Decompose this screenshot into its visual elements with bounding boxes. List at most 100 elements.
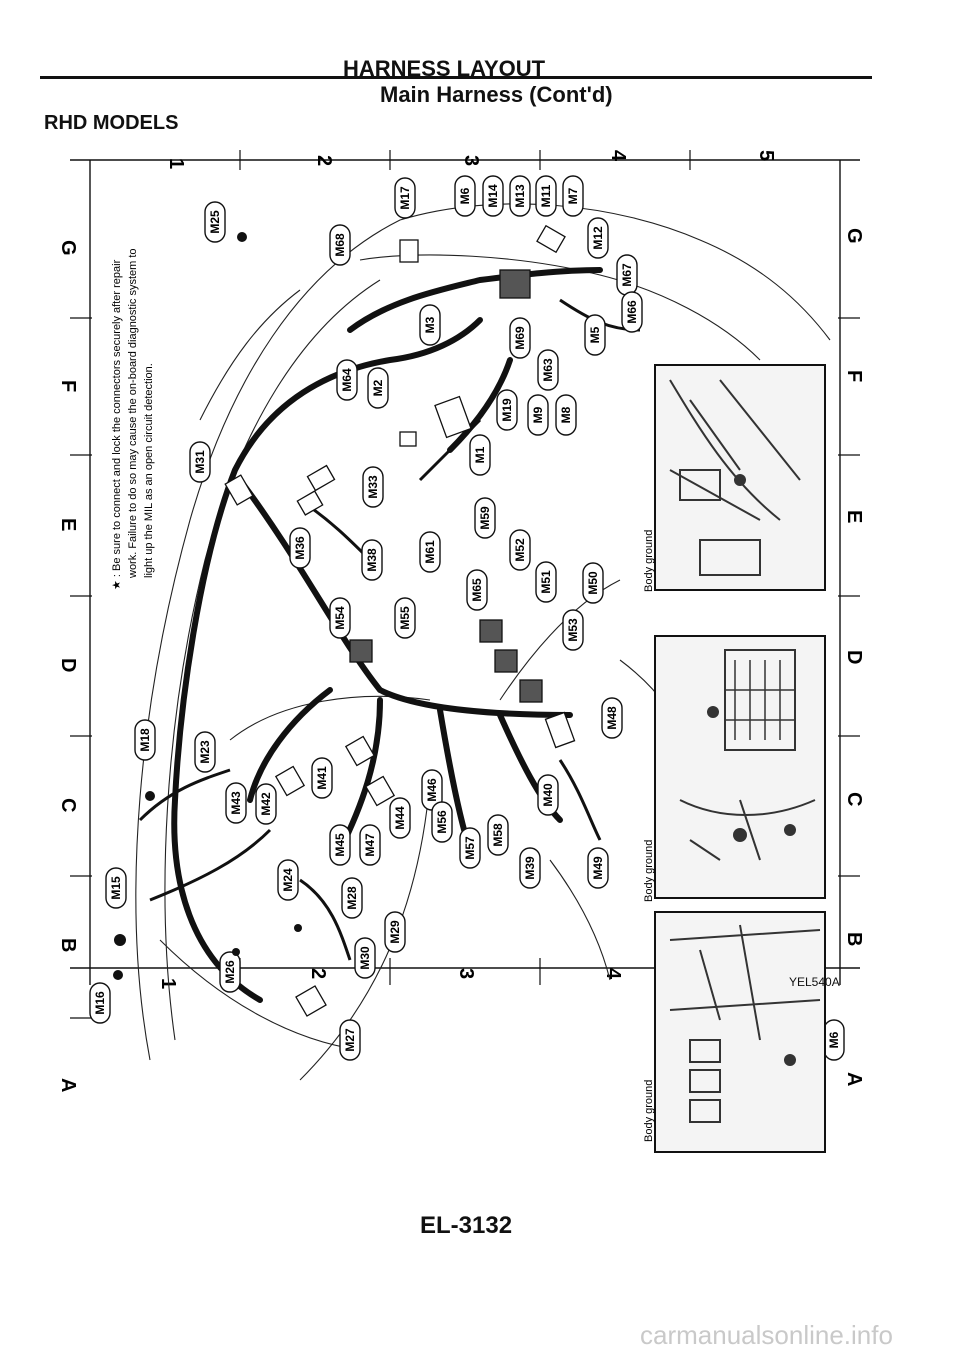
connector-callout-m11: M11: [535, 175, 557, 217]
connector-callout-m69: M69: [509, 317, 531, 359]
connector-callout-m24: M24: [277, 859, 299, 901]
connector-callout-m2-tag: [367, 367, 389, 409]
connector-callout-m7: M7: [562, 175, 584, 217]
connector-callout-m51-tag: [535, 561, 557, 603]
connector-callout-m18-tag: [134, 719, 156, 761]
connector-callout-m19-label: M19: [500, 398, 514, 422]
connector-callout-m23: M23: [194, 731, 216, 773]
note-line-2: work. Failure to do so may cause the on-…: [127, 248, 139, 579]
connector-callout-m50: M50: [582, 562, 604, 604]
ground-symbols: [113, 232, 302, 980]
connector-callout-m9-tag: [527, 394, 549, 436]
body-ground-label-2: Body ground: [643, 840, 655, 902]
connector-callout-m1-label: M1: [473, 446, 487, 463]
connector-callout-m54-label: M54: [333, 606, 347, 630]
connector-callout-m51-label: M51: [539, 570, 553, 594]
connector-callout-m33: M33: [362, 466, 384, 508]
connector-callout-m65-label: M65: [470, 578, 484, 602]
grid-row-G-left: G: [57, 240, 79, 256]
connector-callout-m7-tag: [562, 175, 584, 217]
connector-callout-m43-label: M43: [229, 791, 243, 815]
connector-callout-m5-tag: [584, 314, 606, 356]
inset-photo-m6: [654, 911, 826, 1153]
connector-callout-m69-label: M69: [513, 326, 527, 350]
connector-callout-m53-label: M53: [566, 618, 580, 642]
connector-callout-m16-label: M16: [93, 991, 107, 1015]
connector-callout-m52-label: M52: [513, 538, 527, 562]
connector-callout-m45-tag: [329, 824, 351, 866]
connector-callout-m59-tag: [474, 497, 496, 539]
connector-callout-m45-label: M45: [333, 833, 347, 857]
body-ground-label-1: Body ground: [643, 530, 655, 592]
grid-row-B-left: B: [57, 938, 79, 952]
connector-callout-m55-label: M55: [398, 606, 412, 630]
connector-callout-m42-tag: [255, 783, 277, 825]
connector-callout-m54-tag: [329, 597, 351, 639]
connector-callout-m41-tag: [311, 757, 333, 799]
connector-callout-m36: M36: [289, 527, 311, 569]
connector-callout-m57: M57: [459, 827, 481, 869]
connector-callout-m63-label: M63: [541, 358, 555, 382]
connector-callout-m63-tag: [537, 349, 559, 391]
grid-row-G-right: G: [843, 228, 865, 244]
connector-callout-m9: M9: [527, 394, 549, 436]
connector-callout-m39: M39: [519, 847, 541, 889]
connector-callout-m31-label: M31: [193, 450, 207, 474]
connector-callout-m66: M66: [621, 291, 643, 333]
connector-callout-m66-tag: [621, 291, 643, 333]
connector-callout-m8-tag: [555, 394, 577, 436]
connector-callout-m38: M38: [361, 539, 383, 581]
connector-callout-m11-tag: [535, 175, 557, 217]
connector-callout-m44-tag: [389, 797, 411, 839]
connector-callout-m33-tag: [362, 466, 384, 508]
connector-callout-m58: M58: [487, 814, 509, 856]
grid-col-5-top: 5: [755, 150, 777, 161]
connector-callout-m44-label: M44: [393, 806, 407, 830]
connector-callout-m56: M56: [431, 801, 453, 843]
connector-callout-m2: M2: [367, 367, 389, 409]
figure-reference: YEL540A: [789, 975, 840, 989]
connector-bodies: [224, 224, 576, 1017]
connector-callout-m67-label: M67: [620, 263, 634, 287]
connector-callout-m11-label: M11: [539, 184, 553, 207]
connector-callout-m9-label: M9: [531, 406, 545, 423]
connector-callout-m54: M54: [329, 597, 351, 639]
grid-row-E-right: E: [843, 510, 865, 523]
connector-callout-m40-label: M40: [541, 783, 555, 807]
connector-callout-m67: M67: [616, 254, 638, 296]
grid-row-C-right: C: [843, 792, 865, 806]
connector-callout-m50-label: M50: [586, 571, 600, 595]
connector-callout-m36-label: M36: [293, 536, 307, 560]
connector-callout-m29-tag: [384, 911, 406, 953]
connector-callout-m27-tag: [339, 1019, 361, 1061]
connector-callout-m30-label: M30: [358, 946, 372, 970]
connector-callout-m25-label: M25: [208, 210, 222, 234]
connector-callout-m25: M25: [204, 201, 226, 243]
connector-callout-m56-tag: [431, 801, 453, 843]
grid-col-1-top: 1: [165, 158, 187, 169]
connector-callout-m26-tag: [219, 951, 241, 993]
connector-callout-m65: M65: [466, 569, 488, 611]
inset-photo-m28: [654, 364, 826, 591]
connector-callout-m39-tag: [519, 847, 541, 889]
connector-callout-m55: M55: [394, 597, 416, 639]
connector-callout-m42-label: M42: [259, 792, 273, 816]
connector-callout-m38-label: M38: [365, 548, 379, 572]
connector-callout-m13: M13: [509, 175, 531, 217]
body-ground-label-3: Body ground: [643, 1080, 655, 1142]
connector-callout-m53-tag: [562, 609, 584, 651]
connector-callout-m13-label: M13: [513, 184, 527, 208]
connector-callout-m41-label: M41: [315, 766, 329, 790]
connector-callout-m47-tag: [359, 824, 381, 866]
grid-row-E-left: E: [57, 518, 79, 531]
connector-callout-m56-label: M56: [435, 810, 449, 834]
note-line-3: light up the MIL as an open circuit dete…: [143, 363, 155, 578]
connector-callout-m42: M42: [255, 783, 277, 825]
connector-callout-m14-tag: [482, 175, 504, 217]
connector-callout-m64-tag: [336, 359, 358, 401]
page-subtitle: Main Harness (Cont'd): [380, 82, 613, 107]
connector-callout-m64: M64: [336, 359, 358, 401]
connector-callout-m26-label: M26: [223, 960, 237, 984]
grid-col-4-bottom: 4: [602, 968, 624, 980]
